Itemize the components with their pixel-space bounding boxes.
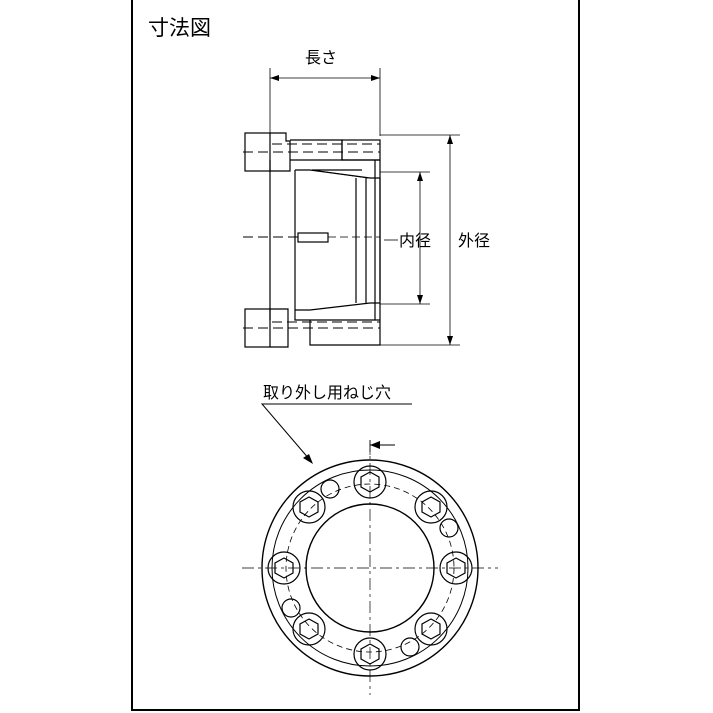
length-label: 長さ — [305, 48, 337, 67]
outer-diameter-label: 外径 — [458, 231, 490, 250]
drawing-title: 寸法図 — [148, 16, 211, 40]
drawing-frame — [131, 0, 580, 711]
inner-diameter-label: 内径 — [399, 231, 431, 250]
side-view — [243, 68, 460, 348]
removal-holes-label: 取り外し用ねじ穴 — [263, 383, 391, 402]
front-view — [242, 403, 498, 695]
